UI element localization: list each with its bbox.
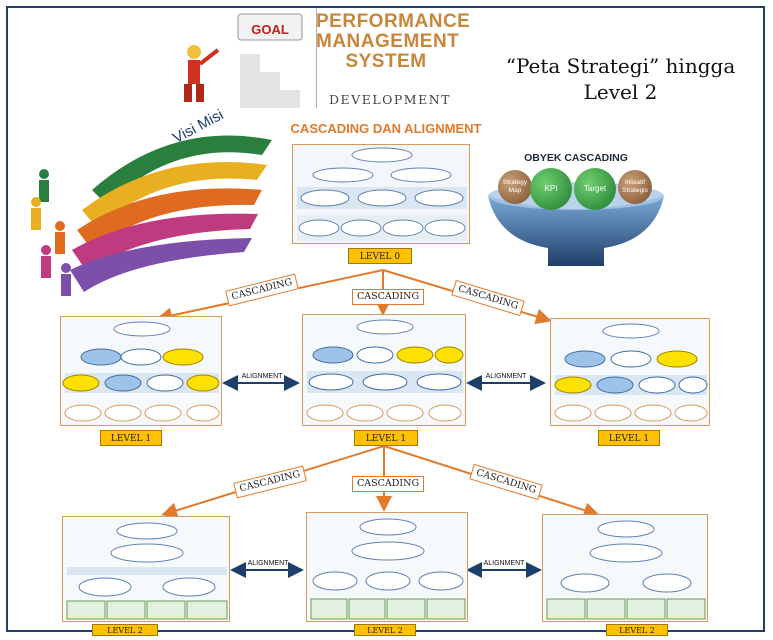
section-subtitle: CASCADING DAN ALIGNMENT: [290, 121, 482, 136]
alignment-label-l2-right: ALIGNMENT: [483, 560, 525, 567]
pms-line-1: PERFORMANCE: [316, 11, 471, 32]
pms-line-2: MANAGEMENT: [316, 31, 460, 52]
alignment-label-l2-left: ALIGNMENT: [247, 560, 289, 567]
alignment-label-l1-right: ALIGNMENT: [485, 373, 527, 380]
visi-misi-arrows-illustration: [31, 135, 272, 296]
level1-right-badge: LEVEL 1: [598, 430, 660, 446]
level1-left-map-thumbnail: [60, 316, 222, 426]
level1-left-badge: LEVEL 1: [100, 430, 162, 446]
level1-left-map-drawing: [61, 317, 221, 425]
level1-center-map-thumbnail: [302, 314, 466, 426]
obyek-cascading-bowl: [488, 182, 664, 266]
header-divider: [316, 8, 317, 108]
level2-center-map-thumbnail: [306, 512, 468, 622]
level2-right-badge: LEVEL 2: [606, 624, 668, 636]
kpi-ball: KPI: [530, 168, 572, 210]
goal-word: GOAL: [251, 22, 289, 37]
level2-center-badge: LEVEL 2: [354, 624, 416, 636]
level1-center-badge: LEVEL 1: [354, 430, 418, 446]
level2-center-map-drawing: [307, 513, 467, 621]
level0-strategy-map-thumbnail: [292, 144, 470, 244]
level1-right-map-thumbnail: [550, 318, 710, 426]
alignment-label-l1-left: ALIGNMENT: [241, 373, 283, 380]
level0-badge: LEVEL 0: [348, 248, 412, 264]
level2-left-badge: LEVEL 2: [92, 624, 158, 636]
page-title: “Peta Strategi” hingga Level 2: [505, 54, 736, 104]
pms-line-3: SYSTEM: [345, 51, 427, 72]
level2-right-map-drawing: [543, 515, 707, 621]
level0-map-drawing: [293, 145, 469, 243]
level2-right-map-thumbnail: [542, 514, 708, 622]
level1-center-map-drawing: [303, 315, 465, 425]
obyek-cascading-label: OBYEK CASCADING: [524, 152, 628, 164]
goal-stairs-illustration: [180, 13, 303, 108]
inisiatif-strategis-ball: Inisiatif Strategis: [618, 170, 652, 204]
development-label: DEVELOPMENT: [329, 92, 451, 107]
cascading-label-l1-center: CASCADING: [352, 289, 425, 305]
level2-left-map-thumbnail: [62, 516, 230, 622]
level2-left-map-drawing: [63, 517, 229, 621]
cascading-label-l2-center: CASCADING: [352, 476, 425, 492]
pms-logo-text: PERFORMANCE MANAGEMENT SYSTEM: [316, 11, 471, 72]
strategy-map-ball: Strategy Map: [498, 170, 532, 204]
target-ball: Target: [574, 168, 616, 210]
level1-right-map-drawing: [551, 319, 709, 425]
